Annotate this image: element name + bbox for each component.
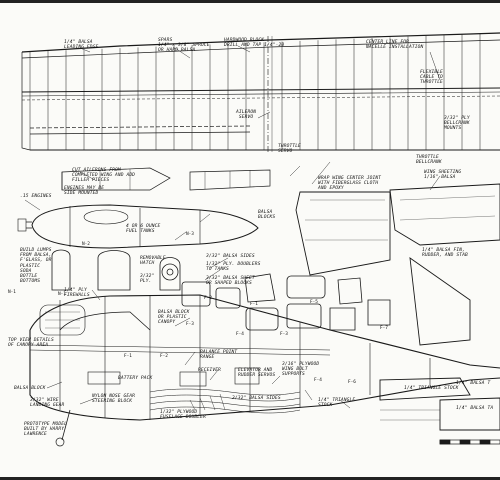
label-throttle-servo: THROTTLE SERVO: [278, 144, 301, 155]
part-id-f7: F-7: [380, 326, 388, 331]
label-removable-hatch: REMOVABLE HATCH: [140, 256, 166, 267]
wing-plan-view: [21, 32, 500, 152]
tail-surfaces: [295, 183, 500, 431]
label-wing-bolt: 3/16" PLYWOOD WING BOLT SUPPORTS: [282, 362, 320, 378]
part-id-f2b: F-2: [160, 354, 168, 359]
label-balsa-sheet: 3/32" BALSA SHEET OR SHAPED BLOCKS: [206, 276, 255, 287]
label-bellcrank: 3/32" PLY BELLCRANK MOUNTS: [444, 116, 470, 132]
label-triangle: 1/4" TRIANGLE STOCK: [318, 398, 356, 409]
label-engines-15: .15 ENGINES: [20, 194, 52, 199]
part-id-f3b: F-3: [280, 332, 288, 337]
part-id-f1a: F-1: [250, 302, 258, 307]
wood-grain-block: [149, 388, 301, 414]
sheet-border-top: [0, 0, 500, 3]
label-flexible-cable: FLEXIBLE CABLE TO THROTTLE: [420, 70, 443, 86]
label-wing-sheeting: WING SHEETING 1/16" BALSA: [424, 170, 462, 181]
label-spars: SPARS 1/4" x 3/8" SPRUCE OR HARD BALSA: [158, 38, 210, 54]
label-balsa-sides: 3/32" BALSA SIDES: [206, 254, 255, 259]
label-wire-gear: 3/32" WIRE LANDING GEAR: [30, 398, 65, 409]
label-cut-ailerons: CUT AILERONS FROM COMPLETED WING AND ADD…: [72, 168, 136, 184]
label-prototype: PROTOTYPE MODEL BUILT BY HARRY LAWRENCE: [24, 422, 67, 438]
part-id-n1: N-1: [58, 292, 66, 297]
label-canopy: BALSA BLOCK OR PLASTIC CANOPY: [158, 310, 190, 326]
part-id-f6: F-6: [348, 380, 356, 385]
part-id-f1b: F-1: [124, 354, 132, 359]
label-fin: 1/4" BALSA FIN, RUDDER, AND STAB: [422, 248, 468, 259]
label-fuselage-doubler: 1/32" PLYWOOD FUSELAGE DOUBLER: [160, 410, 206, 421]
label-balsa-tail: 1/4" BALSA TA: [456, 406, 494, 411]
label-throttle-bellcrank: THROTTLE BELLCRANK: [416, 155, 442, 166]
label-aileron-servo: AILERON SERVO: [236, 110, 257, 121]
label-nylon-mount: NYLON NOSE GEAR STEERING BLOCK: [92, 394, 135, 405]
label-ply-332: 3/32" PLY.: [140, 274, 155, 285]
label-receiver: RECEIVER: [198, 368, 221, 373]
sheet-border-bottom: [0, 477, 500, 480]
label-balsa-sides-2: 3/32" BALSA SIDES: [232, 396, 281, 401]
part-id-f3a: F-3: [186, 322, 194, 327]
part-id-n1b: N-1: [8, 290, 16, 295]
part-id-f2a: F-2: [204, 296, 212, 301]
nacelle-side-view: [17, 204, 259, 249]
label-fuel-tanks: 4 OR 6 OUNCE FUEL TANKS: [126, 224, 161, 235]
label-leading-edge: 1/4" BALSA LEADING EDGE: [64, 40, 99, 51]
label-triangle-2: 1/4" TRIANGLE STOCK: [404, 386, 459, 391]
leader-lines: [24, 45, 441, 409]
label-balsa-t: 1/4" BALSA T: [456, 381, 491, 386]
label-ply-doublers: 1/32" PLY. DOUBLERS TO TANKS: [206, 262, 261, 273]
label-engines-side: ENGINES MAY BE SIDE MOUNTED: [64, 186, 105, 197]
part-id-f5: F-5: [310, 300, 318, 305]
part-id-n3: N-3: [186, 232, 194, 237]
part-id-n2: N-2: [82, 242, 90, 247]
label-balsa-blocks: BALSA BLOCKS: [258, 210, 276, 221]
label-balance-point: BALANCE POINT RANGE: [200, 350, 238, 361]
part-id-f4a: F-4: [236, 332, 244, 337]
scale-bar: [439, 439, 500, 445]
formers: [51, 249, 391, 331]
label-wrap-wing: WRAP WING CENTER JOINT WITH FIBERGLASS C…: [318, 176, 382, 192]
label-center-line: CENTER LINE FOR NACELLE INSTALLATION: [366, 40, 424, 51]
label-elevator-servos: ELEVATOR AND RUDDER SERVOS: [238, 368, 276, 379]
label-build-lumps: BUILD LUMPS FROM BALSA, F'GLASS, OR PLAS…: [20, 248, 52, 285]
label-balsa-block: BALSA BLOCK: [14, 386, 46, 391]
part-id-f4b: F-4: [314, 378, 322, 383]
aileron-detail: [61, 167, 271, 191]
label-top-view: TOP VIEW DETAILS OF CANOPY AREA: [8, 338, 54, 349]
label-firewalls: 1/4" PLY FIREWALLS: [64, 288, 90, 299]
label-hardwood-block: HARDWOOD BLOCK DRILL AND TAP 1/4"-20: [224, 38, 285, 49]
fuselage-side-view: [29, 294, 500, 447]
label-battery: BATTERY PACK: [118, 376, 153, 381]
